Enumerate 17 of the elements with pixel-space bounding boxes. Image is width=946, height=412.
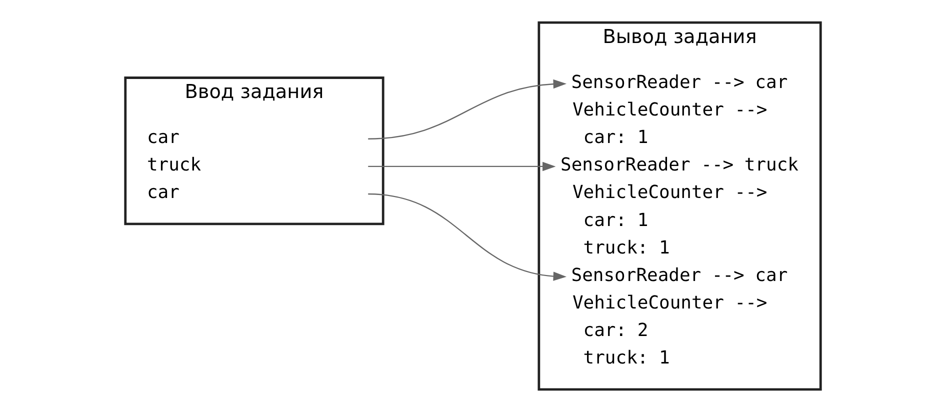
node-text: SensorReader --> truck <box>560 154 799 176</box>
arrow <box>368 193 567 281</box>
arrow <box>368 79 567 140</box>
node-text: VehicleCounter --> <box>572 292 768 314</box>
node-text: truck <box>146 154 202 176</box>
node-text: car: 2 <box>583 320 648 342</box>
node-text: car: 1 <box>583 127 648 148</box>
node-text: SensorReader --> car <box>571 72 788 93</box>
node-text: truck: 1 <box>583 348 670 369</box>
node-text: car <box>146 182 180 204</box>
node-text: truck: 1 <box>583 237 670 258</box>
node-text: VehicleCounter --> <box>572 182 768 204</box>
node-text: VehicleCounter --> <box>572 100 768 120</box>
arrow <box>368 162 556 172</box>
node-text: car: 1 <box>583 210 648 231</box>
node-text: car <box>146 127 180 148</box>
node-text: SensorReader --> car <box>571 264 788 286</box>
